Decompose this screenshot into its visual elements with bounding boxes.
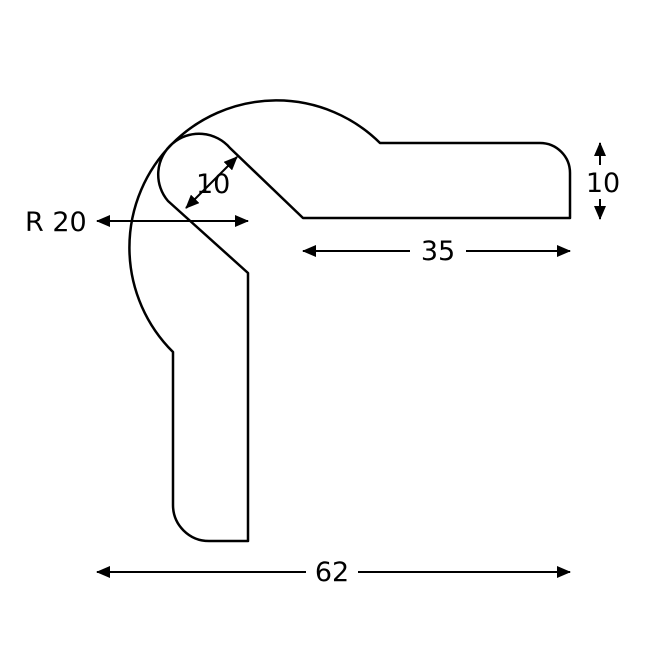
overall-width-label-bg xyxy=(306,553,358,591)
flange-thickness-label: 10 xyxy=(586,168,620,199)
overall-width-label: 62 xyxy=(315,557,349,588)
profile-outline xyxy=(128,99,572,543)
wall-thickness-dimension-line xyxy=(185,156,238,209)
flange-length-label: 35 xyxy=(421,236,455,267)
radius-label: R 20 xyxy=(25,207,87,238)
flange-thickness-label-bg xyxy=(583,165,623,199)
flange-length-label-bg xyxy=(410,232,466,270)
wall-thickness-label: 10 xyxy=(196,169,230,200)
